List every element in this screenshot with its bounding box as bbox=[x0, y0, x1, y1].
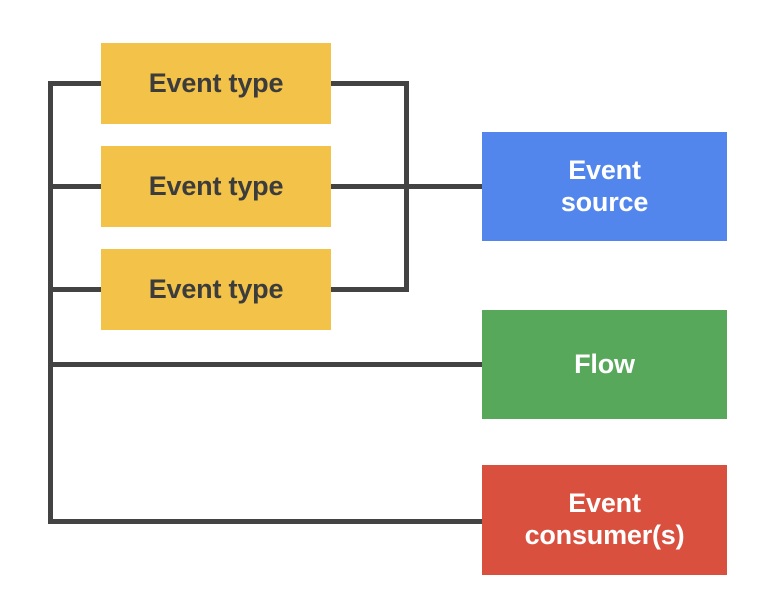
node-flow[interactable]: Flow bbox=[482, 310, 727, 419]
node-event-consumer-label: Event consumer(s) bbox=[524, 488, 685, 550]
node-event-source[interactable]: Event source bbox=[482, 132, 727, 241]
node-event-type-1[interactable]: Event type bbox=[101, 43, 331, 124]
node-event-type-3-label: Event type bbox=[148, 273, 284, 304]
node-event-source-label: Event source bbox=[560, 154, 649, 217]
node-event-type-2-label: Event type bbox=[148, 170, 284, 201]
node-event-type-3[interactable]: Event type bbox=[101, 249, 331, 330]
node-event-consumer[interactable]: Event consumer(s) bbox=[482, 465, 727, 575]
node-event-type-1-label: Event type bbox=[148, 67, 284, 98]
node-event-type-2[interactable]: Event type bbox=[101, 146, 331, 227]
node-flow-label: Flow bbox=[574, 348, 635, 379]
